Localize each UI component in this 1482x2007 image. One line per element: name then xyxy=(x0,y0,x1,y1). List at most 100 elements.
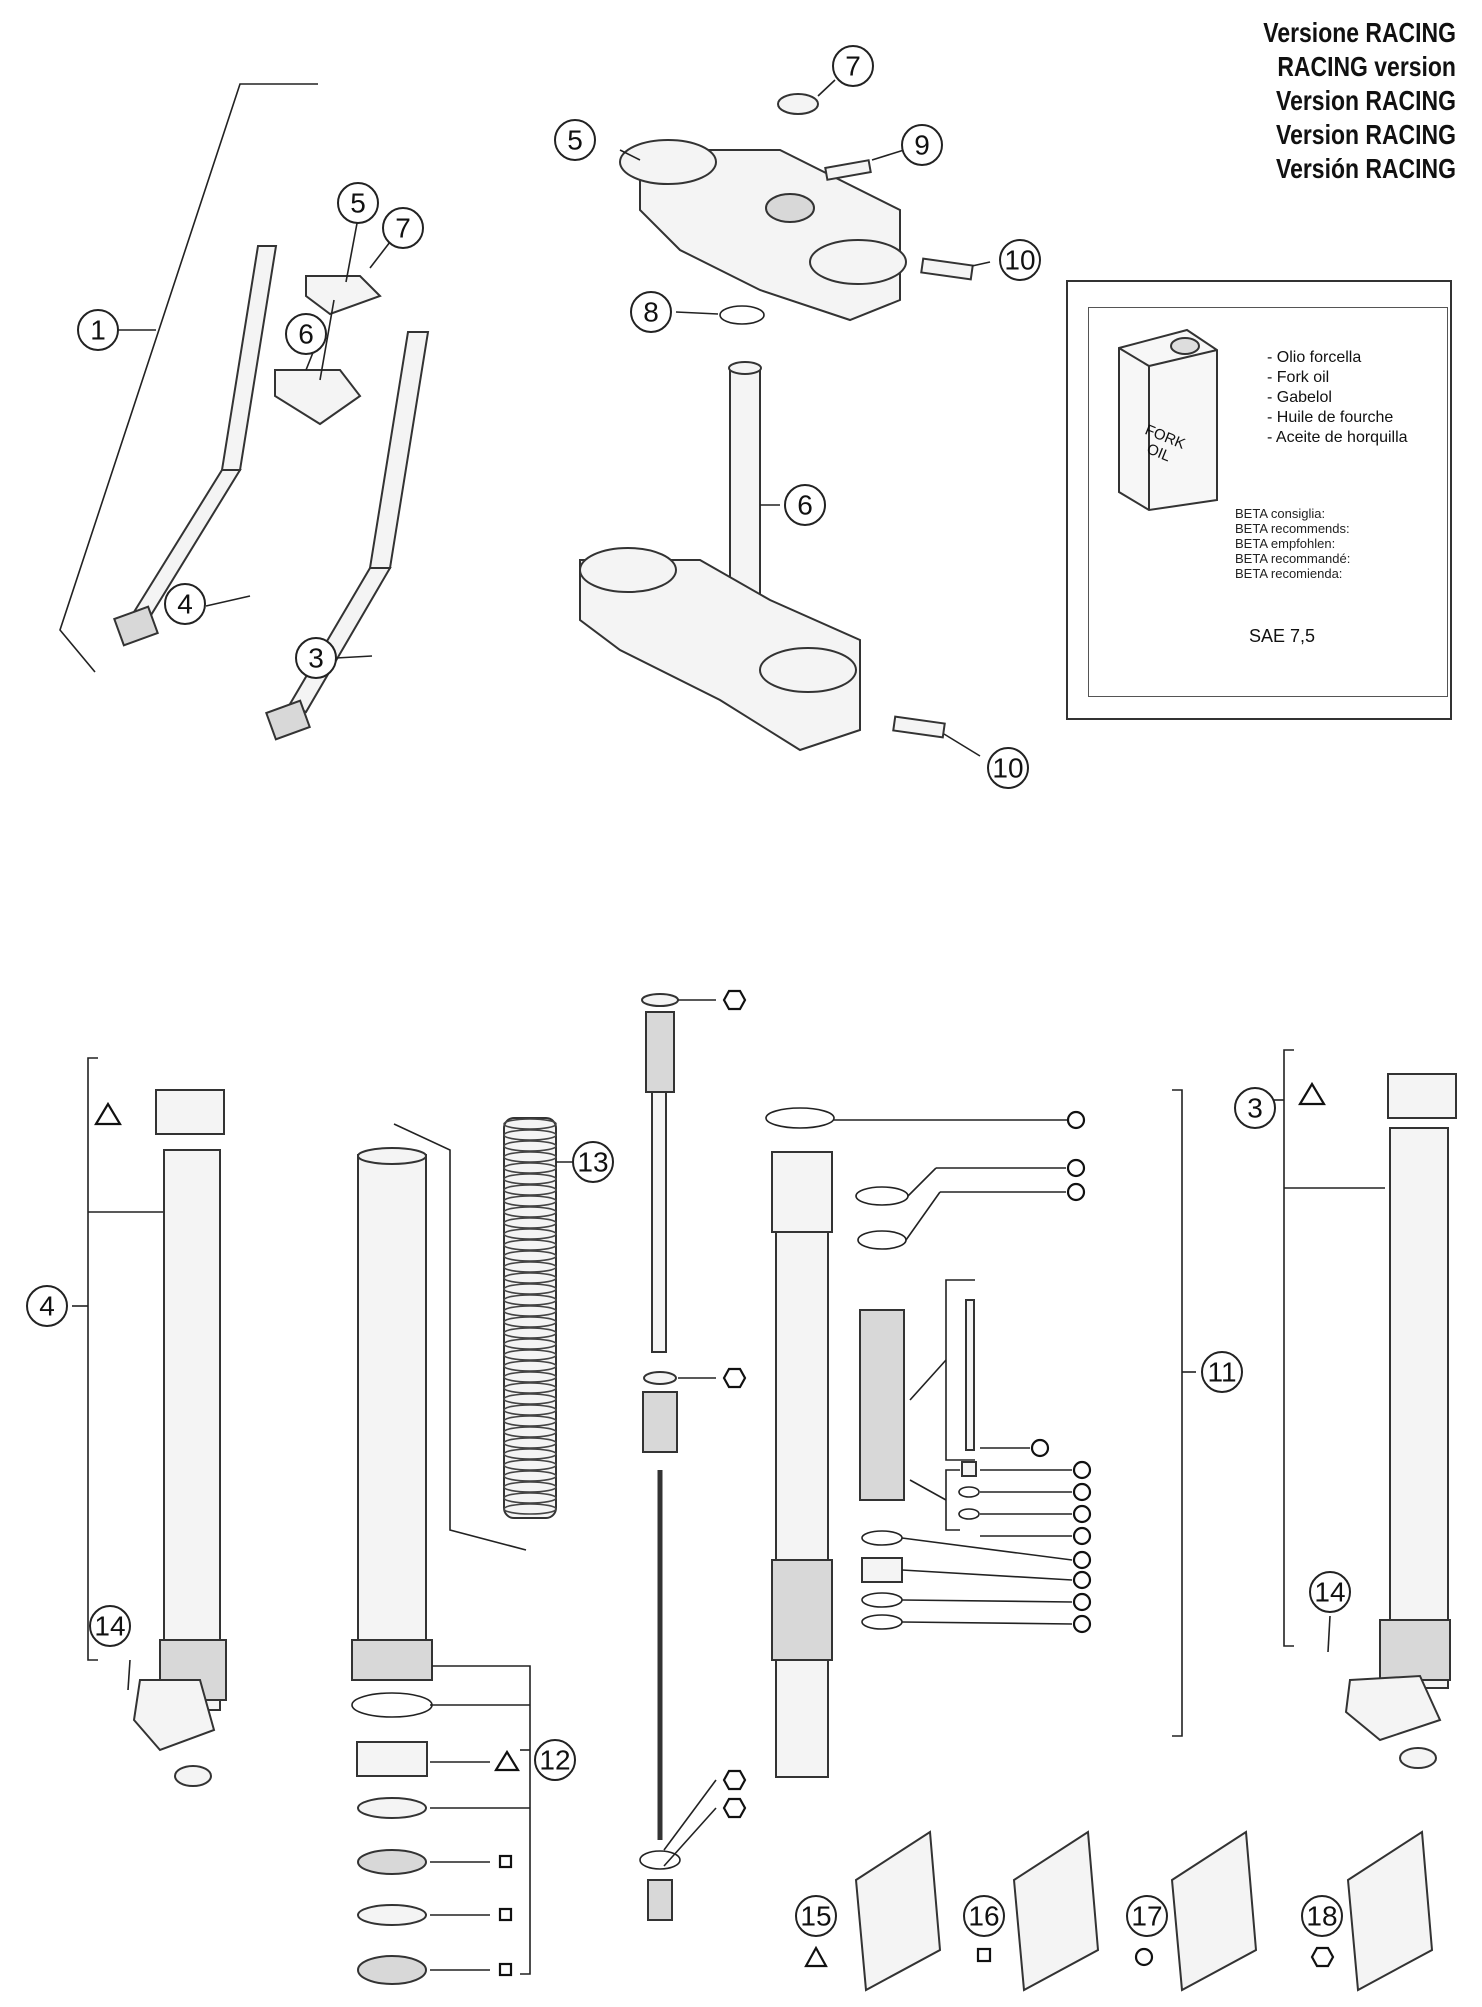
callout-15: 15 xyxy=(795,1895,837,1937)
spring-coil xyxy=(503,1503,557,1515)
callout-4-bottom: 4 xyxy=(26,1285,68,1327)
spring-coil xyxy=(503,1228,557,1240)
outer-tube-4 xyxy=(72,1057,227,1787)
callout-10-top: 10 xyxy=(999,239,1041,281)
spring-coil xyxy=(503,1492,557,1504)
svg-text:4: 4 xyxy=(39,1291,55,1322)
oring-8 xyxy=(675,305,765,325)
svg-text:17: 17 xyxy=(1131,1901,1162,1932)
svg-text:3: 3 xyxy=(1247,1093,1263,1124)
beta-recommends: BETA consiglia: BETA recommends: BETA em… xyxy=(1235,506,1350,581)
callout-8: 8 xyxy=(630,291,672,333)
spring-coil xyxy=(503,1426,557,1438)
spring-coil xyxy=(503,1206,557,1218)
callout-6-small: 6 xyxy=(285,313,327,355)
circle-symbol xyxy=(1066,1110,1086,1130)
callout-12: 12 xyxy=(534,1739,576,1781)
oil-can-icon xyxy=(1118,328,1218,512)
svg-text:9: 9 xyxy=(914,130,930,161)
spring-coil xyxy=(503,1162,557,1174)
callout-17: 17 xyxy=(1126,1895,1168,1937)
spring-coil xyxy=(503,1316,557,1328)
fork-oil-box: FORK OIL - Olio forcella - Fork oil - Ga… xyxy=(1066,280,1452,720)
hexagon-symbol xyxy=(722,1797,747,1819)
callout-16: 16 xyxy=(963,1895,1005,1937)
spring-coil xyxy=(503,1195,557,1207)
steering-stem-lower-clamp xyxy=(579,361,861,752)
spring-13 xyxy=(503,1117,574,1519)
spring-coil xyxy=(503,1140,557,1152)
oil-name: - Fork oil xyxy=(1267,369,1330,386)
callout-13: 13 xyxy=(572,1141,614,1183)
circle-symbol xyxy=(1030,1438,1050,1458)
kit-bags xyxy=(804,1830,1434,1992)
triangle-symbol xyxy=(1298,1081,1326,1106)
spring-coil xyxy=(503,1448,557,1460)
svg-text:14: 14 xyxy=(1314,1577,1345,1608)
spring-coil xyxy=(503,1327,557,1339)
recommend-line: BETA recommends: xyxy=(1235,521,1350,536)
spring-coil xyxy=(503,1393,557,1405)
spring-coil xyxy=(503,1129,557,1141)
callout-18: 18 xyxy=(1301,1895,1343,1937)
callout-3-bottom: 3 xyxy=(1234,1087,1276,1129)
spring-coil xyxy=(503,1283,557,1295)
spring-coil xyxy=(503,1470,557,1482)
svg-text:3: 3 xyxy=(308,643,324,674)
fork-assembly-overview xyxy=(59,83,430,741)
svg-text:7: 7 xyxy=(845,51,861,82)
svg-text:15: 15 xyxy=(800,1901,831,1932)
callout-3-top: 3 xyxy=(295,637,337,679)
svg-text:14: 14 xyxy=(94,1611,125,1642)
recommend-line: BETA recomienda: xyxy=(1235,566,1343,581)
triangle-symbol xyxy=(494,1749,520,1772)
recommend-line: BETA recommandé: xyxy=(1235,551,1351,566)
damper-rod xyxy=(639,989,747,1921)
circle-symbol xyxy=(1066,1182,1086,1202)
bolt-10-top xyxy=(920,257,991,281)
spring-coil xyxy=(503,1360,557,1372)
hexagon-symbol xyxy=(722,1367,747,1389)
cartridge-11 xyxy=(765,1089,1196,1778)
fork-oil-inner-frame: FORK OIL - Olio forcella - Fork oil - Ga… xyxy=(1088,307,1448,697)
spring-coil xyxy=(503,1349,557,1361)
oil-name: - Gabelol xyxy=(1267,389,1332,406)
callout-5-small: 5 xyxy=(337,182,379,224)
spring-coil xyxy=(503,1338,557,1350)
callout-5-top: 5 xyxy=(554,119,596,161)
svg-text:5: 5 xyxy=(567,125,583,156)
callout-7-top: 7 xyxy=(832,45,874,87)
inner-tube-12 xyxy=(351,1123,531,1985)
square-symbol xyxy=(498,1962,513,1977)
spring-coil xyxy=(503,1239,557,1251)
callout-9: 9 xyxy=(901,124,943,166)
oil-name: - Aceite de horquilla xyxy=(1267,429,1408,446)
svg-text:6: 6 xyxy=(797,490,813,521)
spring-coil xyxy=(503,1481,557,1493)
oil-name-list: - Olio forcella - Fork oil - Gabelol - H… xyxy=(1267,348,1408,448)
circle-symbol xyxy=(1072,1482,1092,1502)
square-symbol xyxy=(498,1907,513,1922)
callout-7-small: 7 xyxy=(382,207,424,249)
oil-name: - Huile de fourche xyxy=(1267,409,1394,426)
circle-symbol xyxy=(1072,1614,1092,1634)
recommend-line: BETA consiglia: xyxy=(1235,506,1326,521)
svg-text:6: 6 xyxy=(298,319,314,350)
spring-coil xyxy=(503,1151,557,1163)
spring-coil xyxy=(503,1459,557,1471)
circle-symbol xyxy=(1072,1460,1092,1480)
upper-triple-clamp xyxy=(619,139,907,322)
page-title: Versione RACING RACING version Version R… xyxy=(1263,16,1456,186)
svg-text:1: 1 xyxy=(90,315,106,346)
spring-coil xyxy=(503,1217,557,1229)
title-line: Versión RACING xyxy=(1276,153,1456,184)
svg-text:7: 7 xyxy=(395,213,411,244)
bolt-10-bottom xyxy=(892,715,981,757)
svg-text:10: 10 xyxy=(992,753,1023,784)
spring-coil xyxy=(503,1294,557,1306)
spring-coil xyxy=(503,1371,557,1383)
recommend-line: BETA empfohlen: xyxy=(1235,536,1336,551)
svg-text:16: 16 xyxy=(968,1901,999,1932)
outer-tube-3 xyxy=(1270,1049,1457,1769)
